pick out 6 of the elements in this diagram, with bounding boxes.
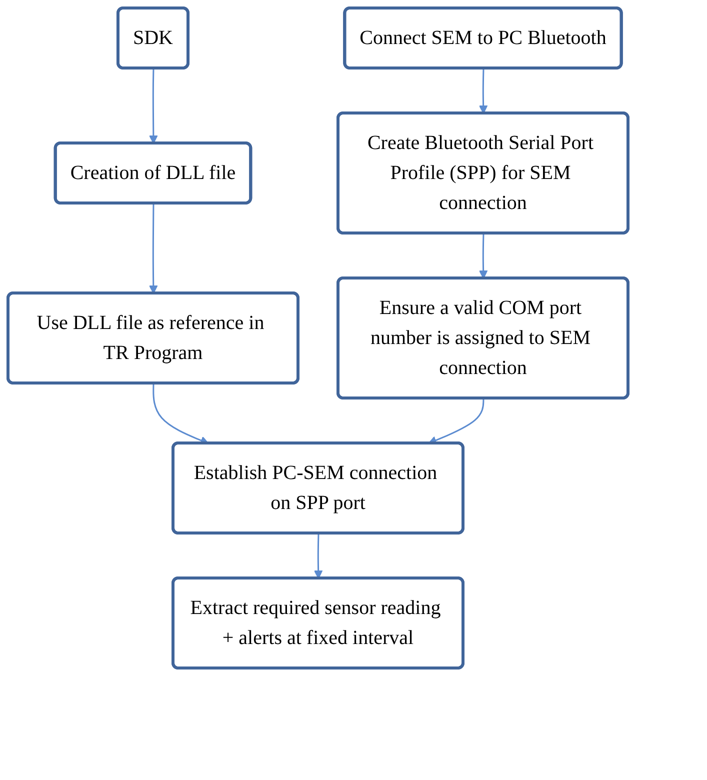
- arrow: [149, 68, 158, 144]
- arrow: [428, 398, 484, 444]
- arrow: [478, 68, 488, 114]
- arrow: [478, 233, 488, 279]
- arrow: [149, 204, 158, 294]
- arrow: [314, 533, 323, 579]
